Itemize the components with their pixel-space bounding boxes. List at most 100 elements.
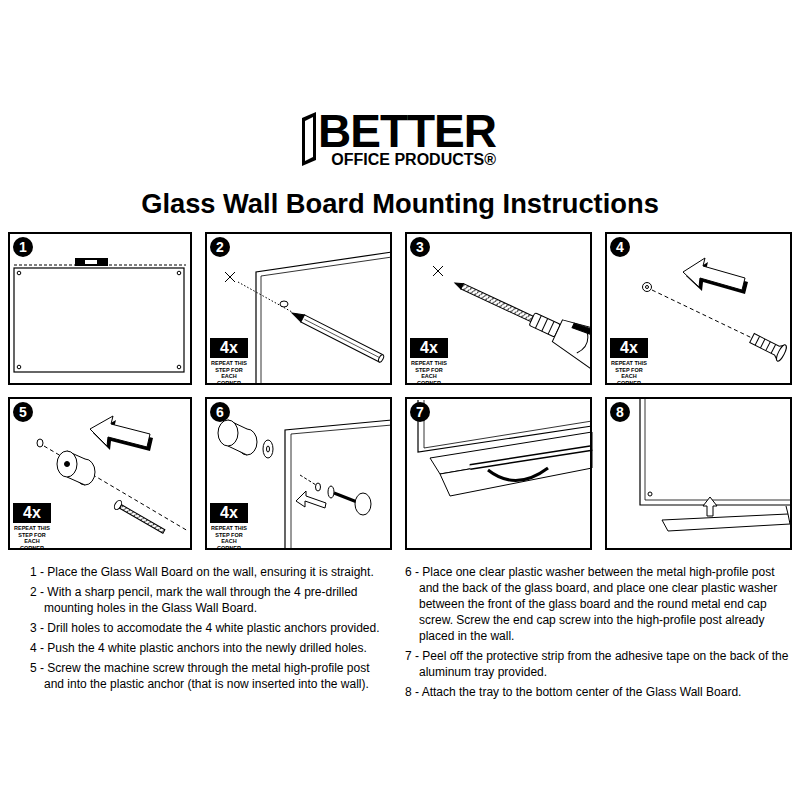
cap-screw-figure-part xyxy=(228,446,247,455)
cap-screw-figure-part xyxy=(300,475,316,485)
step-panel: 4 4xREPEAT THIS STEP FOR EACH CORNER xyxy=(605,232,792,385)
step-panel: 54xREPEAT THIS STEP FOR EACH CORNER xyxy=(8,397,192,550)
pencil-mark-figure-part-part xyxy=(378,354,385,363)
step-panel: 7 xyxy=(405,397,592,550)
drill-figure-part xyxy=(433,266,443,276)
step-panel: 64xREPEAT THIS STEP FOR EACH CORNER xyxy=(205,397,392,550)
brand-name: BETTER xyxy=(318,108,496,154)
cap-screw-figure-part xyxy=(328,486,334,498)
step-number: 4 xyxy=(610,237,630,257)
repeat-count: 4x xyxy=(210,503,248,523)
drill-figure-part-part-part xyxy=(577,331,590,355)
tray-attach-figure-part xyxy=(662,514,790,531)
repeat-note: REPEAT THIS STEP FOR EACH CORNER xyxy=(210,360,248,386)
drill-figure-part-part-part xyxy=(461,284,533,322)
instruction-step: 3 - Drill holes to accomodate the 4 whit… xyxy=(30,620,385,636)
pencil-mark-figure-part xyxy=(261,257,392,385)
tray-attach-figure-part xyxy=(640,398,792,505)
cap-screw-figure-part xyxy=(355,493,371,515)
tray-tape-figure xyxy=(418,400,592,496)
board-level-figure-part xyxy=(85,260,97,264)
step-number: 7 xyxy=(410,402,430,422)
instruction-step: 1 - Place the Glass Wall Board on the wa… xyxy=(30,564,385,580)
tray-attach-figure-part xyxy=(786,506,788,514)
instructions-left: 1 - Place the Glass Wall Board on the wa… xyxy=(30,564,385,696)
anchor-figure-part-part xyxy=(755,336,760,345)
anchor-figure xyxy=(643,258,789,362)
anchor-figure-part-part xyxy=(771,344,776,353)
step-panel: 3 4xREPEAT THIS STEP FOR EACH CORNER xyxy=(405,232,592,385)
tray-attach-figure xyxy=(640,398,792,531)
board-level-figure-part xyxy=(17,271,21,275)
post-screw-figure-part xyxy=(113,499,166,536)
cap-screw-figure-part xyxy=(263,440,273,458)
cap-screw-figure-part xyxy=(218,420,238,446)
pencil-mark-figure-part xyxy=(256,252,392,385)
page-title: Glass Wall Board Mounting Instructions xyxy=(0,188,800,220)
instruction-step: 7 - Peel off the protective strip from t… xyxy=(405,648,790,680)
repeat-count: 4x xyxy=(13,503,51,523)
pencil-mark-figure xyxy=(225,252,392,385)
pencil-mark-figure-part xyxy=(238,282,292,312)
board-level-figure xyxy=(14,258,186,372)
logo-mark-part xyxy=(305,117,313,161)
pencil-mark-figure-part xyxy=(225,272,235,282)
drill-figure-part xyxy=(445,261,590,381)
drill-figure-part-part xyxy=(445,261,590,381)
repeat-note: REPEAT THIS STEP FOR EACH CORNER xyxy=(610,360,648,386)
post-screw-figure-part xyxy=(37,439,43,447)
cap-screw-figure-part xyxy=(296,491,326,508)
instruction-step: 2 - With a sharp pencil, mark the wall t… xyxy=(30,584,385,616)
anchor-figure-part xyxy=(643,283,652,292)
drill-figure-part xyxy=(433,266,443,276)
instruction-step: 8 - Attach the tray to the bottom center… xyxy=(405,684,790,700)
post-screw-figure-part xyxy=(57,451,77,477)
repeat-badge: 4xREPEAT THIS STEP FOR EACH CORNER xyxy=(210,338,248,386)
post-screw-figure-part xyxy=(90,416,150,447)
step-panel: 1 xyxy=(8,232,192,385)
drill-figure-part-part-part xyxy=(547,309,590,381)
tray-tape-figure-part xyxy=(470,448,592,467)
repeat-badge: 4xREPEAT THIS STEP FOR EACH CORNER xyxy=(610,338,648,386)
repeat-badge: 4xREPEAT THIS STEP FOR EACH CORNER xyxy=(13,503,51,551)
tray-tape-figure-part xyxy=(470,448,592,467)
anchor-figure-part-part xyxy=(766,342,771,351)
repeat-count: 4x xyxy=(410,338,448,358)
instruction-step: 5 - Screw the machine screw through the … xyxy=(30,660,385,692)
anchor-figure-part xyxy=(646,286,649,289)
anchor-figure-part xyxy=(652,290,752,338)
instructions-right: 6 - Place one clear plastic washer betwe… xyxy=(405,564,790,704)
tray-tape-figure-part xyxy=(488,468,548,481)
pencil-mark-figure-part xyxy=(280,301,288,307)
step-number: 3 xyxy=(410,237,430,257)
anchor-figure-part-part xyxy=(760,339,765,348)
instruction-step: 6 - Place one clear plastic washer betwe… xyxy=(405,564,790,644)
post-screw-figure-part xyxy=(67,477,85,485)
pencil-mark-figure-part xyxy=(290,309,385,362)
cap-screw-figure-part xyxy=(291,425,392,550)
repeat-badge: 4xREPEAT THIS STEP FOR EACH CORNER xyxy=(210,503,248,551)
tray-attach-figure-part xyxy=(703,497,717,516)
cap-screw-figure-part xyxy=(285,420,392,550)
post-screw-figure xyxy=(37,416,188,536)
anchor-figure-part-part xyxy=(775,344,789,363)
anchor-figure-part xyxy=(748,330,788,362)
drill-figure-part-part-part xyxy=(548,321,554,334)
step-panel: 2 4xREPEAT THIS STEP FOR EACH CORNER xyxy=(205,232,392,385)
repeat-count: 4x xyxy=(210,338,248,358)
repeat-count: 4x xyxy=(610,338,648,358)
post-screw-figure-part xyxy=(44,446,188,531)
pencil-mark-figure-part-part xyxy=(304,319,379,357)
drill-figure xyxy=(433,261,628,381)
step-number: 1 xyxy=(13,237,33,257)
cap-screw-figure-part xyxy=(285,420,392,550)
tray-attach-figure-part xyxy=(645,398,792,500)
step-number: 2 xyxy=(210,237,230,257)
brand-subtitle: OFFICE PRODUCTS® xyxy=(331,151,496,169)
repeat-badge: 4xREPEAT THIS STEP FOR EACH CORNER xyxy=(410,338,448,386)
tray-tape-figure-part xyxy=(440,448,592,496)
repeat-note: REPEAT THIS STEP FOR EACH CORNER xyxy=(13,525,51,551)
tray-attach-figure-part xyxy=(648,492,652,496)
post-screw-figure-part-part xyxy=(120,505,165,533)
